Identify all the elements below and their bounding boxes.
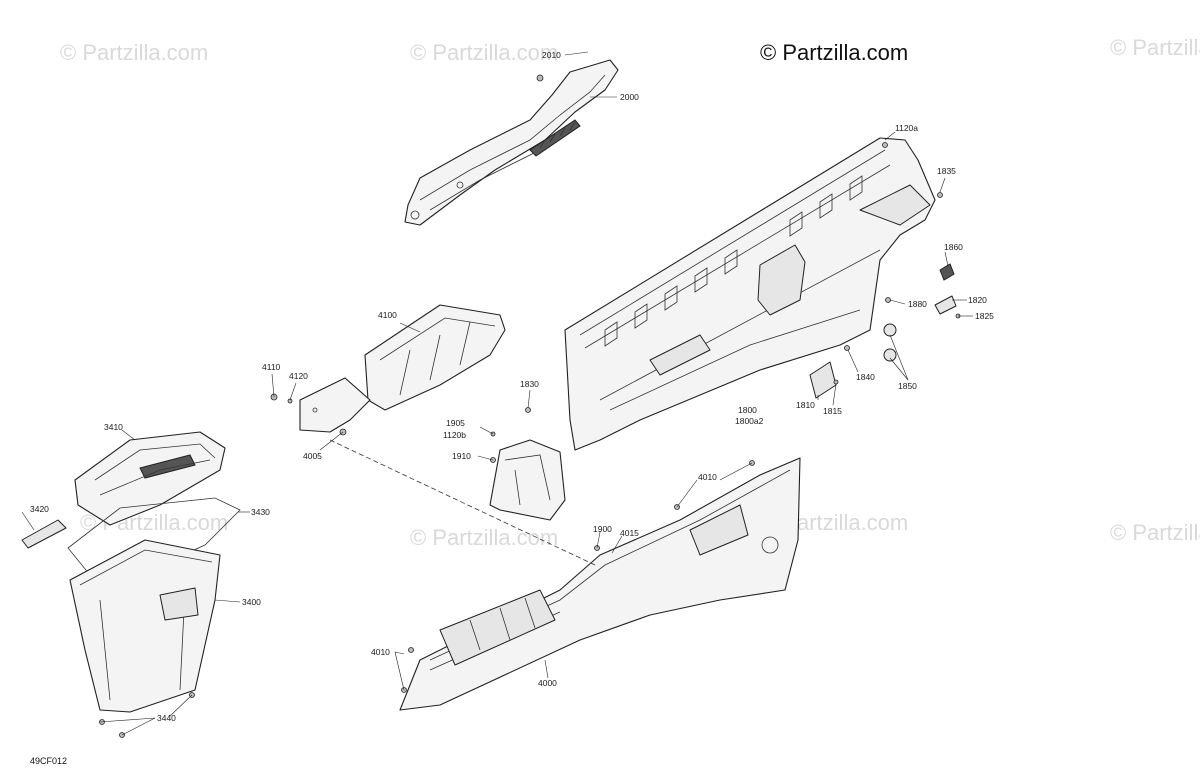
part-4100-duct: [364, 304, 506, 411]
callout-4100: 4100: [378, 310, 397, 320]
diagram-code: 49CF012: [30, 756, 67, 766]
callout-4110: 4110: [262, 362, 281, 372]
watermark-top-left: © Partzilla.com: [60, 40, 208, 65]
callout-3410: 3410: [104, 422, 123, 432]
part-1800-rear-panel: [564, 137, 936, 451]
part-4005-plate: [270, 377, 371, 436]
callout-1800a2: 1800a2: [735, 416, 764, 426]
callout-1860: 1860: [944, 242, 963, 252]
callout-4005: 4005: [303, 451, 322, 461]
watermark-mid-center: © Partzilla.com: [410, 525, 558, 550]
watermark-far-right: © Partzilla.com: [1110, 520, 1200, 545]
callout-1835: 1835: [937, 166, 956, 176]
callout-4010-upper: 4010: [698, 472, 717, 482]
callout-1840: 1840: [856, 372, 875, 382]
callout-1825: 1825: [975, 311, 994, 321]
callout-1120b: 1120b: [443, 430, 466, 440]
callout-2010: 2010: [542, 50, 561, 60]
callout-1850: 1850: [898, 381, 917, 391]
assembly-line: [329, 439, 596, 566]
small-hardware-right: [490, 142, 961, 463]
callout-1905: 1905: [446, 418, 465, 428]
watermark-top-right: © Partzilla.com: [1110, 35, 1200, 60]
callout-1880: 1880: [908, 299, 927, 309]
callout-1830: 1830: [520, 379, 539, 389]
callout-1120a: 1120a: [895, 123, 918, 133]
panel-slots: [604, 175, 863, 347]
callout-labels: 2010 2000 1120a 1835 1860 1880 1820 1825…: [30, 50, 994, 723]
callout-1815: 1815: [823, 406, 842, 416]
part-4000-lower-rail: [399, 457, 801, 711]
callout-1900: 1900: [593, 524, 612, 534]
callout-1910: 1910: [452, 451, 471, 461]
callout-4015: 4015: [620, 528, 639, 538]
brand-logo: © Partzilla.com: [760, 40, 908, 65]
callout-1820: 1820: [968, 295, 987, 305]
callout-3440: 3440: [157, 713, 176, 723]
part-1830-bracket: [489, 439, 566, 521]
part-3410-lid: [74, 431, 226, 526]
callout-4120: 4120: [289, 371, 308, 381]
watermarks: © Partzilla.com © Partzilla.com © Partzi…: [60, 35, 1200, 550]
watermark-top-center: © Partzilla.com: [410, 40, 558, 65]
part-2000-trim-rail: [404, 59, 619, 226]
callout-4010-lower: 4010: [371, 647, 390, 657]
callout-1800: 1800: [738, 405, 757, 415]
callout-4000: 4000: [538, 678, 557, 688]
part-3400-bin: [69, 539, 221, 738]
callout-2000: 2000: [620, 92, 639, 102]
callout-3430: 3430: [251, 507, 270, 517]
callout-1810: 1810: [796, 400, 815, 410]
leader-lines: [21, 51, 973, 736]
part-3420-handle: [21, 519, 67, 549]
callout-3420: 3420: [30, 504, 49, 514]
callout-3400: 3400: [242, 597, 261, 607]
